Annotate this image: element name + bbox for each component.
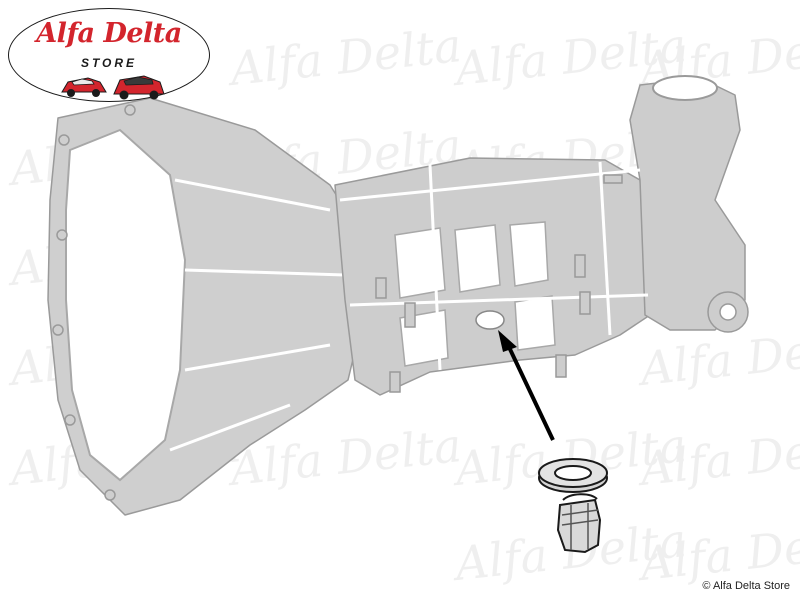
logo-oval	[8, 8, 210, 102]
casing-ribs	[339, 161, 649, 371]
casing-studs	[375, 174, 623, 393]
drain-plug	[556, 493, 602, 554]
flange-bolt	[104, 489, 116, 501]
copyright-notice: © Alfa Delta Store	[702, 580, 790, 592]
flange-bolt	[52, 324, 64, 336]
logo-cars-icon	[61, 75, 165, 100]
logo-tagline: STORE	[80, 56, 138, 70]
logo-brand-text: Alfa Delta	[36, 18, 182, 49]
flange-bolt	[56, 229, 68, 241]
output-flange-hole	[719, 303, 737, 321]
bell-housing-opening	[65, 128, 187, 482]
sealing-washer	[538, 458, 608, 493]
flange-bolt	[58, 134, 70, 146]
store-logo[interactable]: Alfa Delta STORE	[8, 8, 210, 102]
bell-housing-ribs	[169, 178, 346, 452]
flange-bolt	[64, 414, 76, 426]
shift-tower-opening	[652, 75, 718, 101]
casing-windows	[394, 221, 556, 367]
flange-bolt	[124, 104, 136, 116]
drain-plug-location	[475, 310, 505, 330]
pointer-arrow	[498, 330, 555, 441]
